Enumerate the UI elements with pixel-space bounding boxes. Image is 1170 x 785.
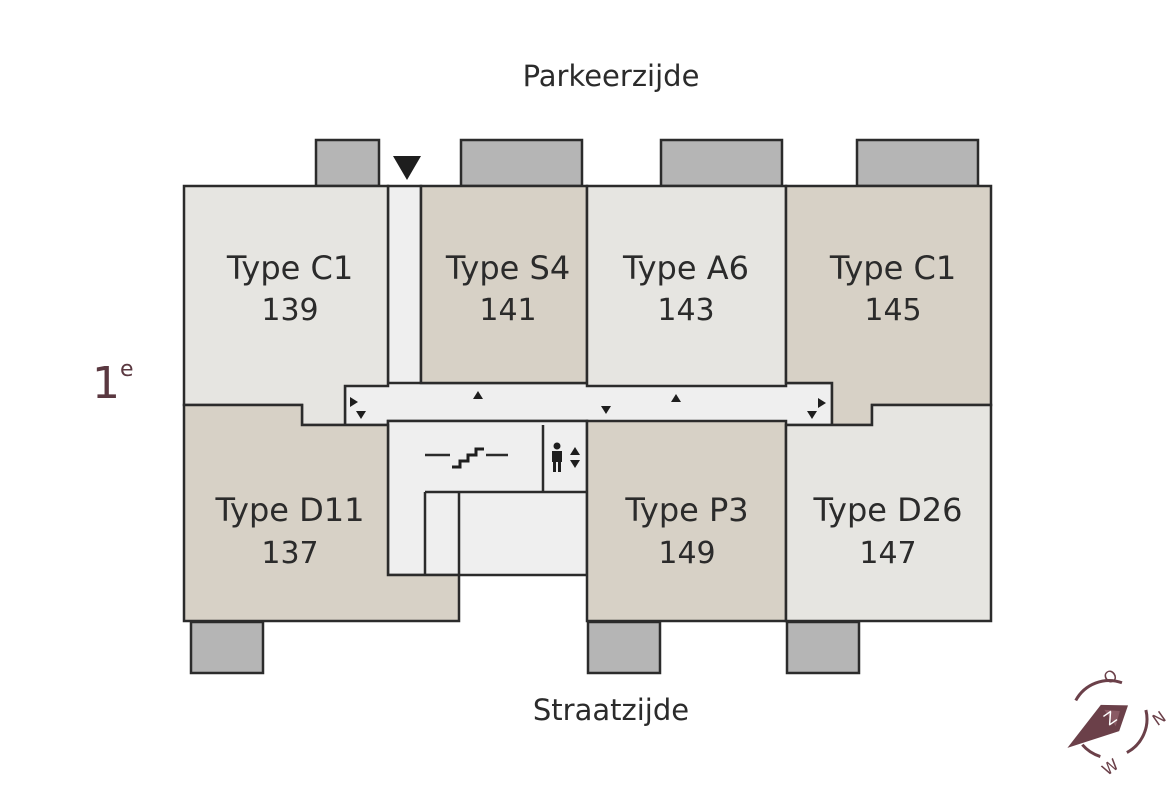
compass-letter-w: W <box>1098 755 1122 780</box>
balcony <box>459 138 584 188</box>
corridor-arrows <box>350 391 826 419</box>
unit-number-label: 141 <box>479 293 536 328</box>
floor-suffix: e <box>120 357 134 382</box>
unit-p3-149[interactable]: Type P3 149 <box>585 419 788 623</box>
unit-c1-145[interactable]: Type C1 145 <box>784 184 993 427</box>
entrance-arrow-icon <box>393 156 421 180</box>
unit-number-label: 143 <box>657 293 714 328</box>
unit-number-label: 145 <box>864 293 921 328</box>
stairs-icon <box>452 447 484 469</box>
unit-a6-143[interactable]: Type A6 143 <box>585 184 788 388</box>
top-side-label: Parkeerzijde <box>523 59 700 93</box>
balcony <box>314 138 381 188</box>
compass-icon: O Z W N <box>1067 665 1170 780</box>
unit-number-label: 137 <box>261 536 318 571</box>
balcony <box>189 620 265 675</box>
balcony <box>586 620 662 675</box>
floor-number: 1 <box>92 358 120 409</box>
unit-s4-141[interactable]: Type S4 141 <box>419 184 589 385</box>
unit-number-label: 149 <box>658 536 715 571</box>
unit-number-label: 147 <box>859 536 916 571</box>
unit-type-label: Type D26 <box>812 491 962 529</box>
balcony <box>659 138 784 188</box>
balcony <box>785 620 861 675</box>
unit-type-label: Type S4 <box>445 249 570 287</box>
unit-type-label: Type C1 <box>226 249 353 287</box>
bottom-side-label: Straatzijde <box>533 693 689 727</box>
unit-d11-137[interactable]: Type D11 137 <box>182 403 461 623</box>
corridor-vertical <box>386 184 423 388</box>
core-walls <box>423 425 587 575</box>
compass-letter-o: O <box>1100 665 1121 688</box>
unit-type-label: Type P3 <box>624 491 748 529</box>
unit-d26-147[interactable]: Type D26 147 <box>784 403 993 623</box>
balcony <box>855 138 980 188</box>
corridor-horizontal <box>343 381 834 427</box>
unit-type-label: Type D11 <box>214 491 364 529</box>
unit-type-label: Type A6 <box>622 249 749 287</box>
floor-indicator: 1 e <box>92 357 134 409</box>
compass-letter-n: N <box>1149 707 1170 729</box>
elevator-icon <box>552 442 580 472</box>
unit-type-label: Type C1 <box>829 249 956 287</box>
unit-number-label: 139 <box>261 293 318 328</box>
unit-c1-139[interactable]: Type C1 139 <box>182 184 390 427</box>
